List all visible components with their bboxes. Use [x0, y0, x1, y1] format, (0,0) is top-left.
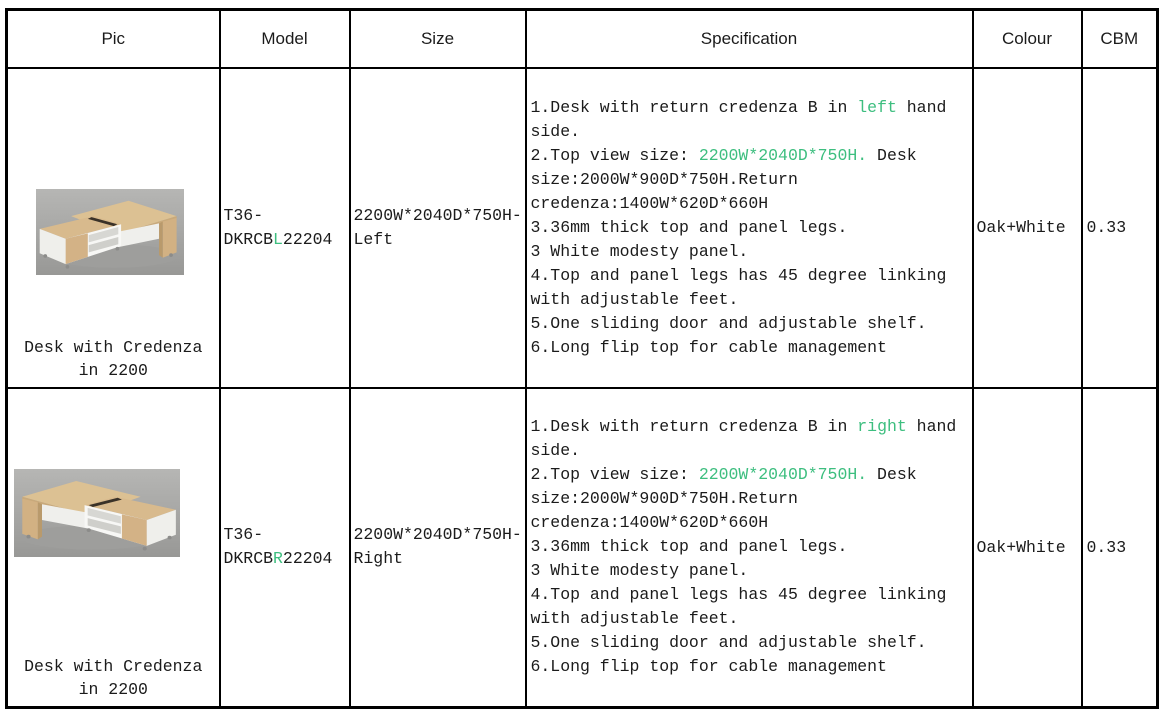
colour-value: Oak+White [976, 537, 1066, 557]
model-code: T36-DKRCBR22204 [223, 525, 333, 569]
header-colour: Colour [971, 8, 1083, 69]
specification-cell: 1.Desk with return credenza B in left ha… [524, 66, 974, 389]
cbm-value: 0.33 [1086, 218, 1127, 237]
size-value: 2200W*2040D*750H-Left [353, 205, 522, 249]
model-cell: T36-DKRCBL22204 [218, 66, 351, 389]
model-side-letter: L [273, 229, 283, 249]
pic-cell: Desk with Credenza in 2200 [5, 66, 221, 389]
specification-text: 1.Desk with return credenza B in left ha… [530, 97, 947, 357]
table-row: Desk with Credenza in 2200 T36-DKRCBL222… [5, 66, 1159, 389]
colour-cell: Oak+White [971, 66, 1083, 389]
model-code: T36-DKRCBL22204 [223, 205, 333, 249]
cbm-cell: 0.33 [1080, 386, 1159, 709]
header-row: Pic Model Size Specification Colour CBM [5, 8, 1159, 69]
header-model: Model [218, 8, 351, 69]
size-value: 2200W*2040D*750H-Right [353, 525, 522, 569]
cbm-cell: 0.33 [1080, 66, 1159, 389]
pic-caption: Desk with Credenza in 2200 [24, 337, 203, 380]
cbm-value: 0.33 [1086, 537, 1127, 557]
header-size: Size [348, 8, 527, 69]
table-row: Desk with Credenza in 2200 T36-DKRCBR222… [5, 386, 1159, 709]
size-cell: 2200W*2040D*750H-Right [348, 386, 527, 709]
desk-with-credenza-left-photo [36, 188, 184, 275]
header-specification: Specification [524, 8, 974, 69]
model-side-letter: R [273, 549, 283, 569]
colour-cell: Oak+White [971, 386, 1083, 709]
pic-cell: Desk with Credenza in 2200 [5, 386, 221, 709]
desk-with-credenza-right-photo [14, 468, 180, 557]
header-cbm: CBM [1080, 8, 1159, 69]
size-cell: 2200W*2040D*750H-Left [348, 66, 527, 389]
model-cell: T36-DKRCBR22204 [218, 386, 351, 709]
specification-text: 1.Desk with return credenza B in right h… [530, 417, 957, 677]
header-pic: Pic [5, 8, 221, 69]
specification-cell: 1.Desk with return credenza B in right h… [524, 386, 974, 709]
pic-caption: Desk with Credenza in 2200 [24, 657, 203, 699]
colour-value: Oak+White [976, 218, 1066, 237]
product-table: Pic Model Size Specification Colour CBM … [5, 8, 1159, 709]
catalog-page: Pic Model Size Specification Colour CBM … [5, 8, 1159, 709]
